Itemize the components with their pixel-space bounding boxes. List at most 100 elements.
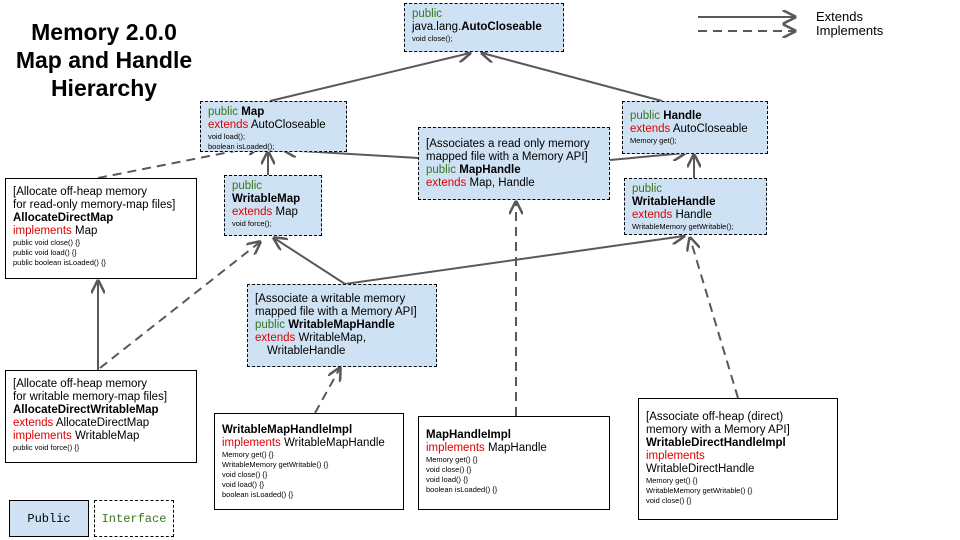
extends-keyword: extends	[426, 177, 467, 189]
extends-keyword: extends	[632, 209, 673, 221]
public-keyword: public	[630, 110, 661, 122]
parent-type: WritableMap,	[298, 332, 367, 344]
method-signature: void load() {}	[426, 475, 469, 484]
extends-keyword: extends	[208, 119, 249, 131]
node-autocloseable: public java.lang.AutoCloseable void clos…	[404, 3, 564, 52]
extends-line: extends Handle	[632, 209, 759, 222]
extends-keyword: extends	[255, 332, 296, 344]
diagram-title: Memory 2.0.0 Map and Handle Hierarchy	[6, 18, 202, 102]
description-line: [Associate off-heap (direct)	[646, 411, 784, 423]
parent-type: AutoCloseable	[250, 119, 326, 131]
type-name: WritableDirectHandleImpl	[646, 437, 786, 449]
title-line: Hierarchy	[50, 75, 158, 101]
type-name: AllocateDirectWritableMap	[13, 404, 159, 416]
implemented-type: MapHandle	[488, 442, 547, 454]
node-writablemap: public WritableMap extends Map void forc…	[224, 175, 322, 236]
extends-keyword: extends	[232, 206, 273, 218]
method-signature: Memory get();	[630, 136, 677, 145]
node-allocatedirectmap: [Allocate off-heap memory for read-only …	[5, 178, 197, 279]
method-signature: boolean isLoaded() {}	[426, 485, 498, 494]
method-signature: void force();	[232, 219, 272, 228]
node-maphandleimpl: MapHandleImpl implements MapHandle Memor…	[418, 416, 610, 510]
implements-keyword: implements	[426, 442, 485, 454]
type-name: MapHandle	[459, 164, 521, 176]
method-signature: boolean isLoaded() {}	[222, 490, 294, 499]
extends-keyword: extends	[630, 123, 671, 135]
description-line: mapped file with a Memory API]	[426, 151, 588, 163]
legend-implements-label: Implements	[816, 23, 884, 38]
method-signature: void load() {}	[222, 480, 265, 489]
type-name-line: java.lang.AutoCloseable	[412, 21, 556, 34]
node-map: public Map extends AutoCloseable void lo…	[200, 101, 347, 152]
method-signature: Memory get() {}	[426, 455, 478, 464]
implemented-type: WritableMapHandle	[284, 437, 385, 449]
implemented-type: Map	[75, 225, 98, 237]
extends-line: extends AllocateDirectMap	[13, 417, 189, 430]
declaration-line: public Map	[208, 106, 339, 119]
method-signature: public void close() {}	[13, 238, 81, 247]
title-line: Map and Handle	[15, 47, 193, 73]
public-keyword: public	[412, 8, 443, 20]
public-keyword: public	[426, 164, 457, 176]
edge-maphandle-extends-handle	[609, 153, 685, 160]
method-signature: boolean isLoaded();	[208, 142, 275, 151]
description-line: mapped file with a Memory API]	[255, 306, 417, 318]
node-handle: public Handle extends AutoCloseable Memo…	[622, 101, 768, 154]
extends-line: extends AutoCloseable	[208, 119, 339, 132]
parent-type: Map, Handle	[469, 177, 535, 189]
implements-line: implements WritableMap	[13, 430, 189, 443]
legend-extends-label: Extends	[816, 9, 863, 24]
declaration-line: public WritableMapHandle	[255, 319, 429, 332]
method-signature: WritableMemory getWritable() {}	[646, 486, 753, 495]
implemented-type: WritableMap	[75, 430, 140, 442]
type-name: MapHandleImpl	[426, 429, 511, 441]
parent-type: AllocateDirectMap	[55, 417, 150, 429]
extends-keyword: extends	[13, 417, 54, 429]
node-writablehandle: public WritableHandle extends Handle Wri…	[624, 178, 767, 235]
method-signature: public boolean isLoaded() {}	[13, 258, 106, 267]
implemented-type: WritableDirectHandle	[646, 463, 755, 475]
node-writablemaphandle: [Associate a writable memory mapped file…	[247, 284, 437, 367]
method-signature: WritableMemory getWritable();	[632, 222, 734, 231]
description-line: [Associate a writable memory	[255, 293, 406, 305]
extends-line: extends AutoCloseable	[630, 123, 760, 136]
implements-keyword: implements	[222, 437, 281, 449]
node-allocatedirectwritablemap: [Allocate off-heap memory for writable m…	[5, 370, 197, 463]
method-signature: Memory get() {}	[646, 476, 698, 485]
description-line: [Associates a read only memory	[426, 138, 590, 150]
extends-line: extends Map	[232, 206, 314, 219]
method-signature: public void force() {}	[13, 443, 80, 452]
declaration-line: public Handle	[630, 110, 760, 123]
public-keyword: public	[208, 106, 239, 118]
type-name: Map	[241, 106, 265, 118]
method-signature: WritableMemory getWritable() {}	[222, 460, 329, 469]
method-signature: void close() {}	[646, 496, 692, 505]
implements-keyword: implements	[13, 225, 72, 237]
edge-writablemaphandle-extends-writablehandle	[344, 236, 684, 285]
declaration-line: public MapHandle	[426, 164, 602, 177]
type-name: WritableMapHandle	[288, 319, 395, 331]
edge-writablemaphandle-extends-writablemap	[274, 238, 346, 285]
description-line: [Allocate off-heap memory	[13, 186, 148, 198]
key-interface: Interface	[94, 500, 174, 537]
parent-type: Map	[275, 206, 298, 218]
public-keyword: public	[255, 319, 286, 331]
implements-keyword: implements	[646, 450, 705, 462]
description-line: memory with a Memory API]	[646, 424, 790, 436]
method-signature: void close() {}	[222, 470, 268, 479]
node-writabledirecthandleimpl: [Associate off-heap (direct) memory with…	[638, 398, 838, 520]
method-signature: void close() {}	[426, 465, 472, 474]
extends-line: extends WritableMap,	[255, 332, 429, 345]
key-public: Public	[9, 500, 89, 537]
package-name: java.lang.	[412, 21, 462, 33]
implements-line: implements Map	[13, 225, 189, 238]
type-name: WritableHandle	[632, 196, 716, 208]
type-name: WritableMapHandleImpl	[222, 424, 353, 436]
description-line: for writable memory-map files]	[13, 391, 168, 403]
type-name: AutoCloseable	[461, 21, 542, 33]
edge-handle-extends-autocloseable	[482, 53, 663, 102]
edge-writabledirecthandleimpl-implements-writablehandle	[690, 238, 739, 399]
parent-type: Handle	[675, 209, 712, 221]
description-line: for read-only memory-map files]	[13, 199, 176, 211]
method-signature: Memory get() {}	[222, 450, 274, 459]
